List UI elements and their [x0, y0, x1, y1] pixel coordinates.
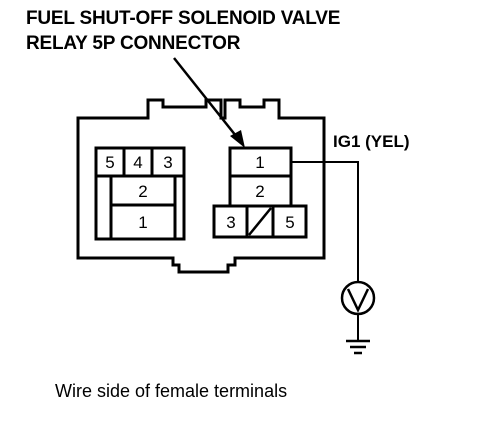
test-lead-wire — [291, 161, 359, 282]
terminal-3-right: 3 — [226, 213, 235, 232]
terminal-5-left: 5 — [105, 153, 114, 172]
wire-label: IG1 (YEL) — [333, 132, 410, 151]
terminal-1-right: 1 — [255, 153, 264, 172]
terminal-2-left: 2 — [138, 182, 147, 201]
ground-icon — [346, 339, 370, 355]
blank-cavity-slash — [248, 207, 272, 236]
terminal-4-left: 4 — [133, 153, 142, 172]
diagram-caption: Wire side of female terminals — [55, 381, 288, 401]
voltmeter-icon — [340, 280, 376, 316]
left-block-outline — [94, 146, 186, 241]
diagram-title-line2: RELAY 5P CONNECTOR — [26, 33, 241, 54]
terminal-5-right: 5 — [285, 213, 294, 232]
pointer-arrow — [173, 57, 245, 148]
left-terminal-block: 5 4 3 2 1 — [94, 146, 186, 241]
connector-housing — [76, 98, 326, 274]
terminal-2-right: 2 — [255, 182, 264, 201]
right-terminal-block: 1 2 3 5 — [212, 146, 308, 239]
terminal-3-left: 3 — [163, 153, 172, 172]
diagram-title-line1: FUEL SHUT-OFF SOLENOID VALVE — [26, 8, 341, 29]
terminal-1-left: 1 — [138, 213, 147, 232]
